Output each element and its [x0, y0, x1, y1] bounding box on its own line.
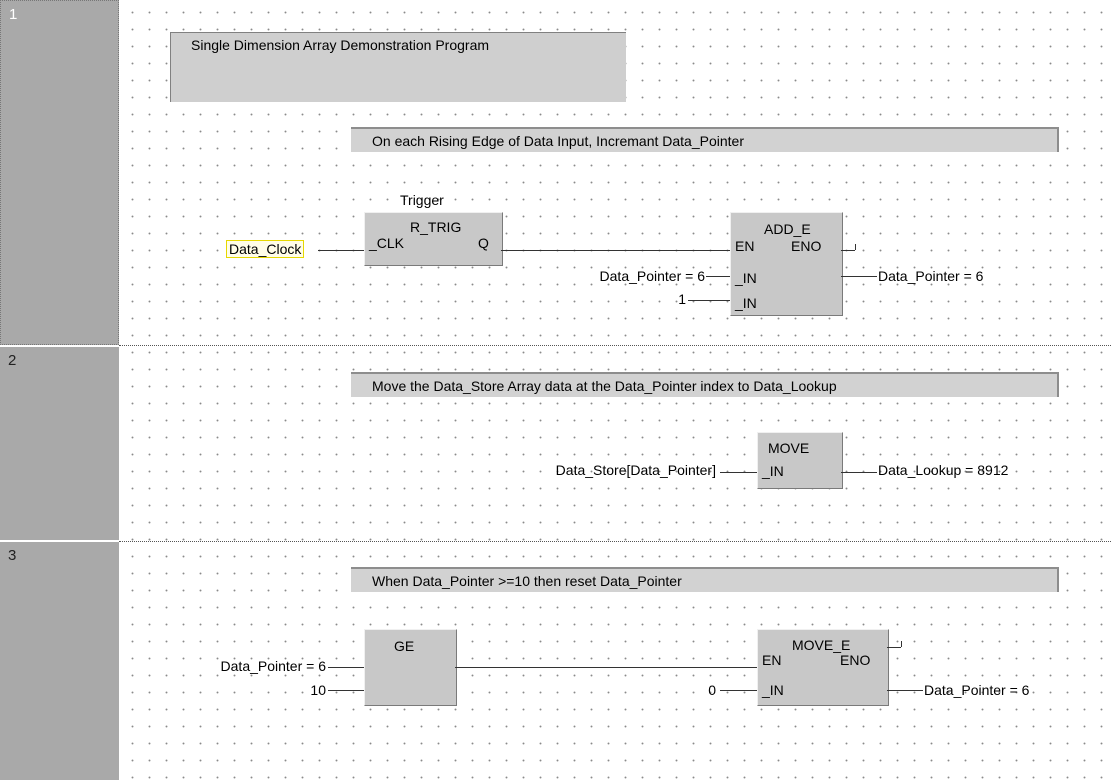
move-e-block[interactable]: MOVE_E EN ENO _IN	[757, 629, 889, 706]
pin-q: Q	[478, 235, 489, 251]
block-type: R_TRIG	[410, 219, 462, 235]
block-type: MOVE	[768, 440, 810, 456]
move-e-output-variable[interactable]: Data_Pointer = 6	[924, 682, 1030, 698]
pin-eno: ENO	[791, 238, 822, 254]
wire	[887, 647, 901, 648]
pin-in2: _IN	[735, 295, 757, 311]
wire	[318, 250, 364, 251]
rung-1-comment[interactable]: On each Rising Edge of Data Input, Incre…	[351, 127, 1059, 152]
rung-2-gutter[interactable]: 2	[0, 347, 119, 540]
rung-separator	[119, 345, 1111, 346]
wire	[328, 690, 364, 691]
block-type: ADD_E	[764, 221, 811, 237]
wire	[901, 641, 902, 647]
data-clock-variable[interactable]: Data_Clock	[226, 240, 305, 258]
pin-in1: _IN	[735, 270, 757, 286]
ge-block[interactable]: GE	[364, 629, 457, 706]
add-output-variable[interactable]: Data_Pointer = 6	[878, 268, 984, 284]
wire	[855, 244, 856, 250]
wire	[328, 667, 364, 668]
block-type: MOVE_E	[792, 637, 851, 653]
move-e-input-variable[interactable]: 0	[708, 682, 716, 698]
wire	[688, 300, 730, 301]
pin-eno: ENO	[840, 652, 871, 668]
move-output-variable[interactable]: Data_Lookup = 8912	[878, 462, 1009, 478]
block-type: GE	[394, 638, 415, 654]
move-input-variable[interactable]: Data_Store[Data_Pointer]	[555, 462, 716, 478]
pin-clk: _CLK	[369, 235, 405, 251]
rung-2-comment[interactable]: Move the Data_Store Array data at the Da…	[351, 372, 1059, 397]
rung-3-gutter[interactable]: 3	[0, 542, 119, 780]
wire	[501, 250, 730, 251]
move-block[interactable]: MOVE _IN	[757, 432, 843, 489]
rung-1-gutter[interactable]: 1	[0, 0, 119, 345]
rung-3-comment[interactable]: When Data_Pointer >=10 then reset Data_P…	[351, 567, 1059, 592]
ge-in1-variable[interactable]: Data_Pointer = 6	[220, 658, 326, 674]
wire	[720, 690, 757, 691]
r-trig-block[interactable]: R_TRIG _CLK Q	[364, 212, 503, 266]
trigger-instance-name: Trigger	[400, 192, 444, 208]
wire	[841, 250, 855, 251]
rung-separator	[119, 541, 1111, 542]
comment-text: When Data_Pointer >=10 then reset Data_P…	[372, 573, 682, 589]
pin-en: EN	[762, 652, 782, 668]
pin-en: EN	[735, 238, 755, 254]
comment-text: On each Rising Edge of Data Input, Incre…	[372, 133, 744, 149]
rung-number: 3	[8, 547, 17, 564]
rung-number: 2	[8, 352, 17, 369]
wire	[887, 690, 923, 691]
pin-in: _IN	[762, 463, 784, 479]
program-comment: Single Dimension Array Demonstration Pro…	[191, 37, 490, 53]
wire	[841, 472, 877, 473]
wire	[841, 276, 877, 277]
add-in2-variable[interactable]: 1	[678, 291, 686, 307]
ge-in2-variable[interactable]: 10	[310, 682, 326, 698]
wire	[720, 472, 757, 473]
program-comment-box[interactable]: Single Dimension Array Demonstration Pro…	[170, 32, 626, 102]
wire	[455, 667, 757, 668]
comment-text: Move the Data_Store Array data at the Da…	[372, 378, 837, 394]
rung-number: 1	[9, 6, 18, 23]
add-e-block[interactable]: ADD_E EN ENO _IN _IN	[730, 212, 843, 316]
add-in1-variable[interactable]: Data_Pointer = 6	[599, 268, 705, 284]
pin-in: _IN	[762, 682, 784, 698]
wire	[706, 276, 730, 277]
